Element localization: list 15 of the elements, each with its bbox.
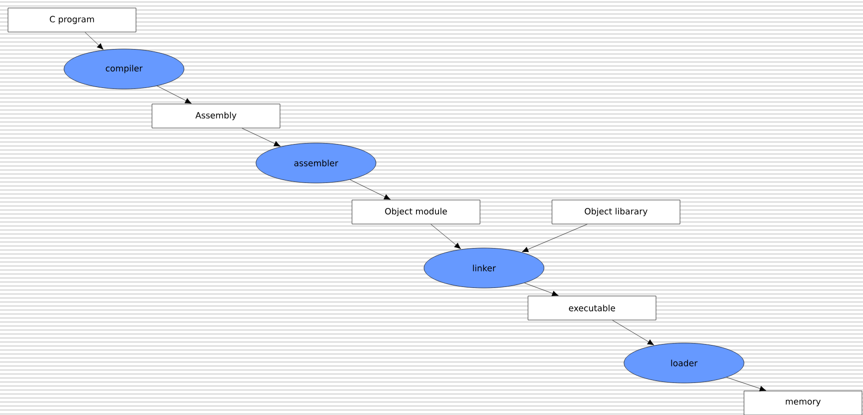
arrow [156,86,192,104]
file-box: C program [8,8,136,32]
arrow [350,179,391,200]
arrow [524,282,559,296]
arrow [430,224,461,250]
arrow [84,32,104,50]
arrow [726,377,766,392]
file-box: Object libarary [552,200,680,224]
file-box: Assembly [152,104,280,128]
arrow [522,224,588,252]
file-box: memory [744,390,862,415]
file-box: executable [528,296,656,320]
file-box: Object module [352,200,480,224]
arrow [242,128,281,146]
arrow [612,320,654,346]
